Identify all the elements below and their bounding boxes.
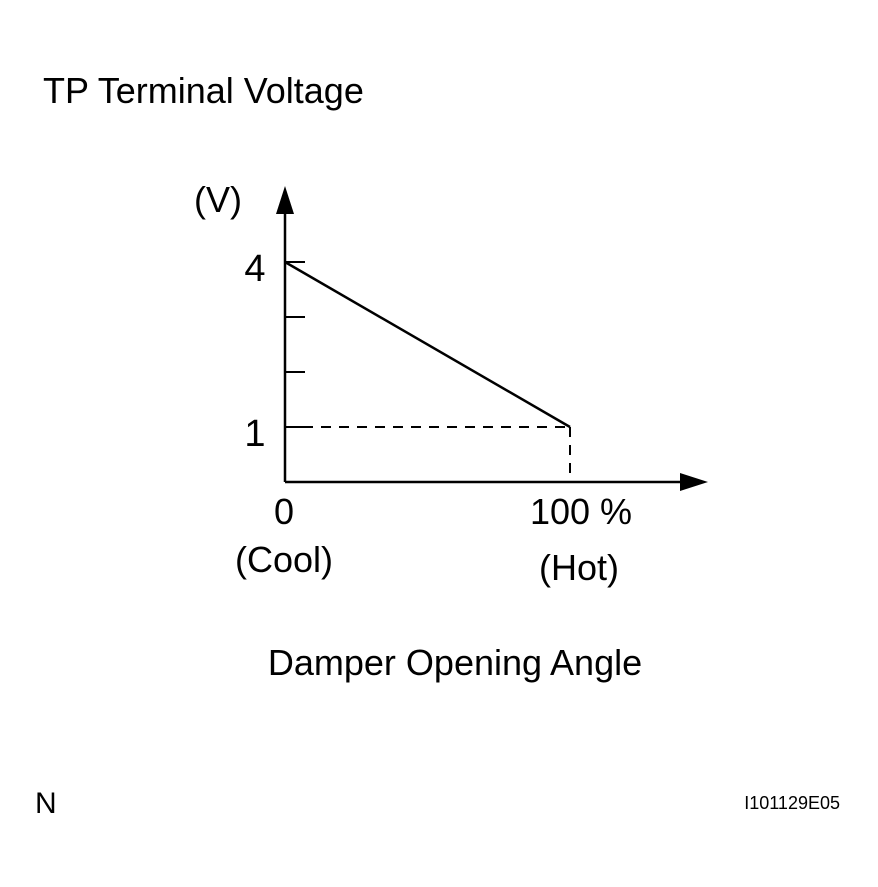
y-axis-label: (V) (194, 179, 242, 220)
x-tick-note-cool: (Cool) (235, 539, 333, 580)
y-axis-arrow (276, 186, 294, 214)
footer-left-mark: N (35, 787, 57, 820)
x-tick-label-0: 0 (274, 491, 294, 532)
x-tick-note-hot: (Hot) (539, 547, 619, 588)
y-tick-label-4: 4 (244, 248, 265, 290)
figure-id: I101129E05 (744, 793, 840, 813)
x-axis-label: Damper Opening Angle (268, 642, 642, 683)
x-axis-arrow (680, 473, 708, 491)
series-line (284, 260, 571, 429)
chart-title: TP Terminal Voltage (43, 70, 364, 111)
y-tick-label-1: 1 (244, 413, 265, 455)
x-tick-label-100: 100 % (530, 491, 632, 532)
